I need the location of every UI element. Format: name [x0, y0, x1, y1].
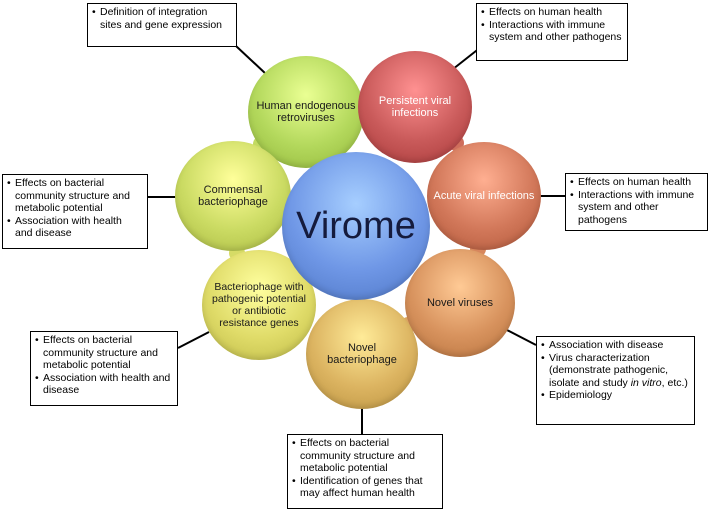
annotation-item: Epidemiology: [541, 389, 689, 402]
annotation-item: Effects on bacterial community structure…: [292, 437, 437, 475]
annotation-list: Definition of integration sites and gene…: [92, 6, 231, 31]
petal-persistent-viral-infections: Persistent viral infections: [358, 51, 472, 163]
annotation-list: Effects on human health Interactions wit…: [481, 6, 622, 44]
annotation-item: Effects on human health: [481, 6, 622, 19]
annotation-list: Effects on bacterial community structure…: [292, 437, 437, 500]
link-pathogenic-phage: [177, 331, 210, 349]
petal-label: Novel bacteriophage: [327, 341, 397, 367]
petal-label: Acute viral infections: [433, 189, 535, 202]
petal-label: Novel viruses: [426, 296, 494, 309]
box-integration: Definition of integration sites and gene…: [87, 3, 237, 47]
petal-acute-viral-infections: Acute viral infections: [427, 142, 541, 250]
box-persistent: Effects on human health Interactions wit…: [476, 3, 628, 61]
virome-center: Virome: [282, 152, 430, 300]
box-pathogenic-phage: Effects on bacterial community structure…: [30, 331, 178, 406]
annotation-item: Identification of genes that may affect …: [292, 475, 437, 500]
petal-label: Human endogenous retroviruses: [256, 99, 356, 125]
annotation-list: Association with disease Virus character…: [541, 339, 689, 402]
box-novel-bacteriophage: Effects on bacterial community structure…: [287, 434, 443, 509]
annotation-item: Effects on bacterial community structure…: [35, 334, 172, 372]
petal-novel-viruses: Novel viruses: [405, 249, 515, 357]
annotation-item: Interactions with immune system and othe…: [570, 189, 702, 227]
link-integration: [235, 45, 267, 75]
petal-label: Persistent viral infections: [378, 94, 452, 120]
annotation-list: Effects on bacterial community structure…: [35, 334, 172, 397]
petal-label: Commensal bacteriophage: [198, 183, 268, 209]
petal-commensal-bacteriophage: Commensal bacteriophage: [175, 141, 291, 251]
annotation-list: Effects on human health Interactions wit…: [570, 176, 702, 226]
annotation-item: Association with health and disease: [35, 372, 172, 397]
annotation-item: Interactions with immune system and othe…: [481, 19, 622, 44]
annotation-item: Association with health and disease: [7, 215, 142, 240]
link-novel-viruses: [504, 328, 537, 346]
box-novel-viruses: Association with disease Virus character…: [536, 336, 695, 425]
annotation-item: Definition of integration sites and gene…: [92, 6, 231, 31]
annotation-item: Association with disease: [541, 339, 689, 352]
annotation-item: Effects on human health: [570, 176, 702, 189]
petal-human-endogenous-retroviruses: Human endogenous retroviruses: [248, 56, 364, 168]
annotation-item: Virus characterization (demonstrate path…: [541, 352, 689, 390]
annotation-item: Effects on bacterial community structure…: [7, 177, 142, 215]
petal-label: Bacteriophage with pathogenic potential …: [212, 281, 306, 329]
box-commensal: Effects on bacterial community structure…: [2, 174, 148, 249]
box-acute: Effects on human health Interactions wit…: [565, 173, 708, 231]
petal-novel-bacteriophage: Novel bacteriophage: [306, 299, 418, 409]
annotation-list: Effects on bacterial community structure…: [7, 177, 142, 240]
center-label: Virome: [296, 205, 416, 247]
